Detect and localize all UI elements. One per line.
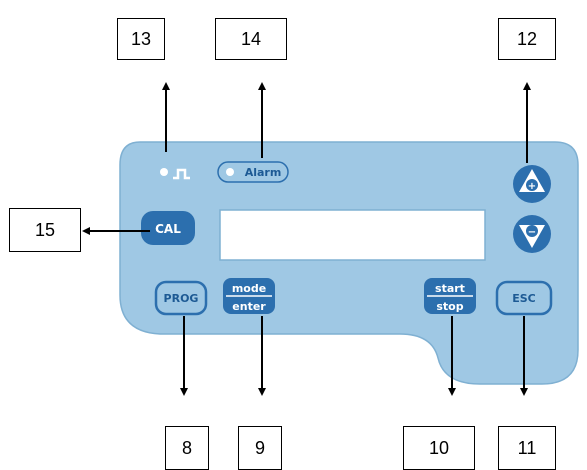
minus-icon bbox=[526, 225, 538, 237]
alarm-label: Alarm bbox=[245, 166, 282, 179]
enter-label: enter bbox=[232, 300, 266, 313]
stop-label: stop bbox=[436, 300, 463, 313]
esc-button[interactable]: ESC bbox=[495, 280, 553, 316]
up-button[interactable]: + bbox=[513, 165, 551, 203]
prog-label: PROG bbox=[164, 292, 199, 305]
alarm-led-icon bbox=[226, 168, 234, 176]
down-button[interactable]: − bbox=[513, 215, 551, 253]
plus-icon bbox=[526, 179, 538, 191]
status-led-indicator bbox=[160, 168, 168, 176]
alarm-indicator bbox=[217, 161, 289, 183]
keypad-panel bbox=[119, 141, 579, 385]
mode-enter-button[interactable]: mode enter bbox=[223, 278, 275, 314]
callout-15: 15 bbox=[9, 208, 81, 252]
callout-8: 8 bbox=[165, 426, 209, 470]
esc-label: ESC bbox=[512, 292, 536, 305]
callout-9: 9 bbox=[238, 426, 282, 470]
callout-14: 14 bbox=[215, 18, 287, 60]
down-symbol: − bbox=[528, 227, 536, 238]
up-symbol: + bbox=[528, 181, 536, 192]
lcd-display bbox=[219, 209, 486, 261]
cal-label: CAL bbox=[155, 222, 181, 236]
start-label: start bbox=[435, 282, 465, 295]
callout-11: 11 bbox=[498, 426, 556, 470]
mode-label: mode bbox=[232, 282, 266, 295]
callout-10: 10 bbox=[403, 426, 475, 470]
prog-button[interactable]: PROG bbox=[154, 280, 208, 316]
cal-button[interactable]: CAL bbox=[141, 211, 195, 245]
callout-13: 13 bbox=[117, 18, 165, 60]
pulse-icon bbox=[173, 168, 190, 180]
callout-12: 12 bbox=[498, 18, 556, 60]
start-stop-button[interactable]: start stop bbox=[424, 278, 476, 314]
